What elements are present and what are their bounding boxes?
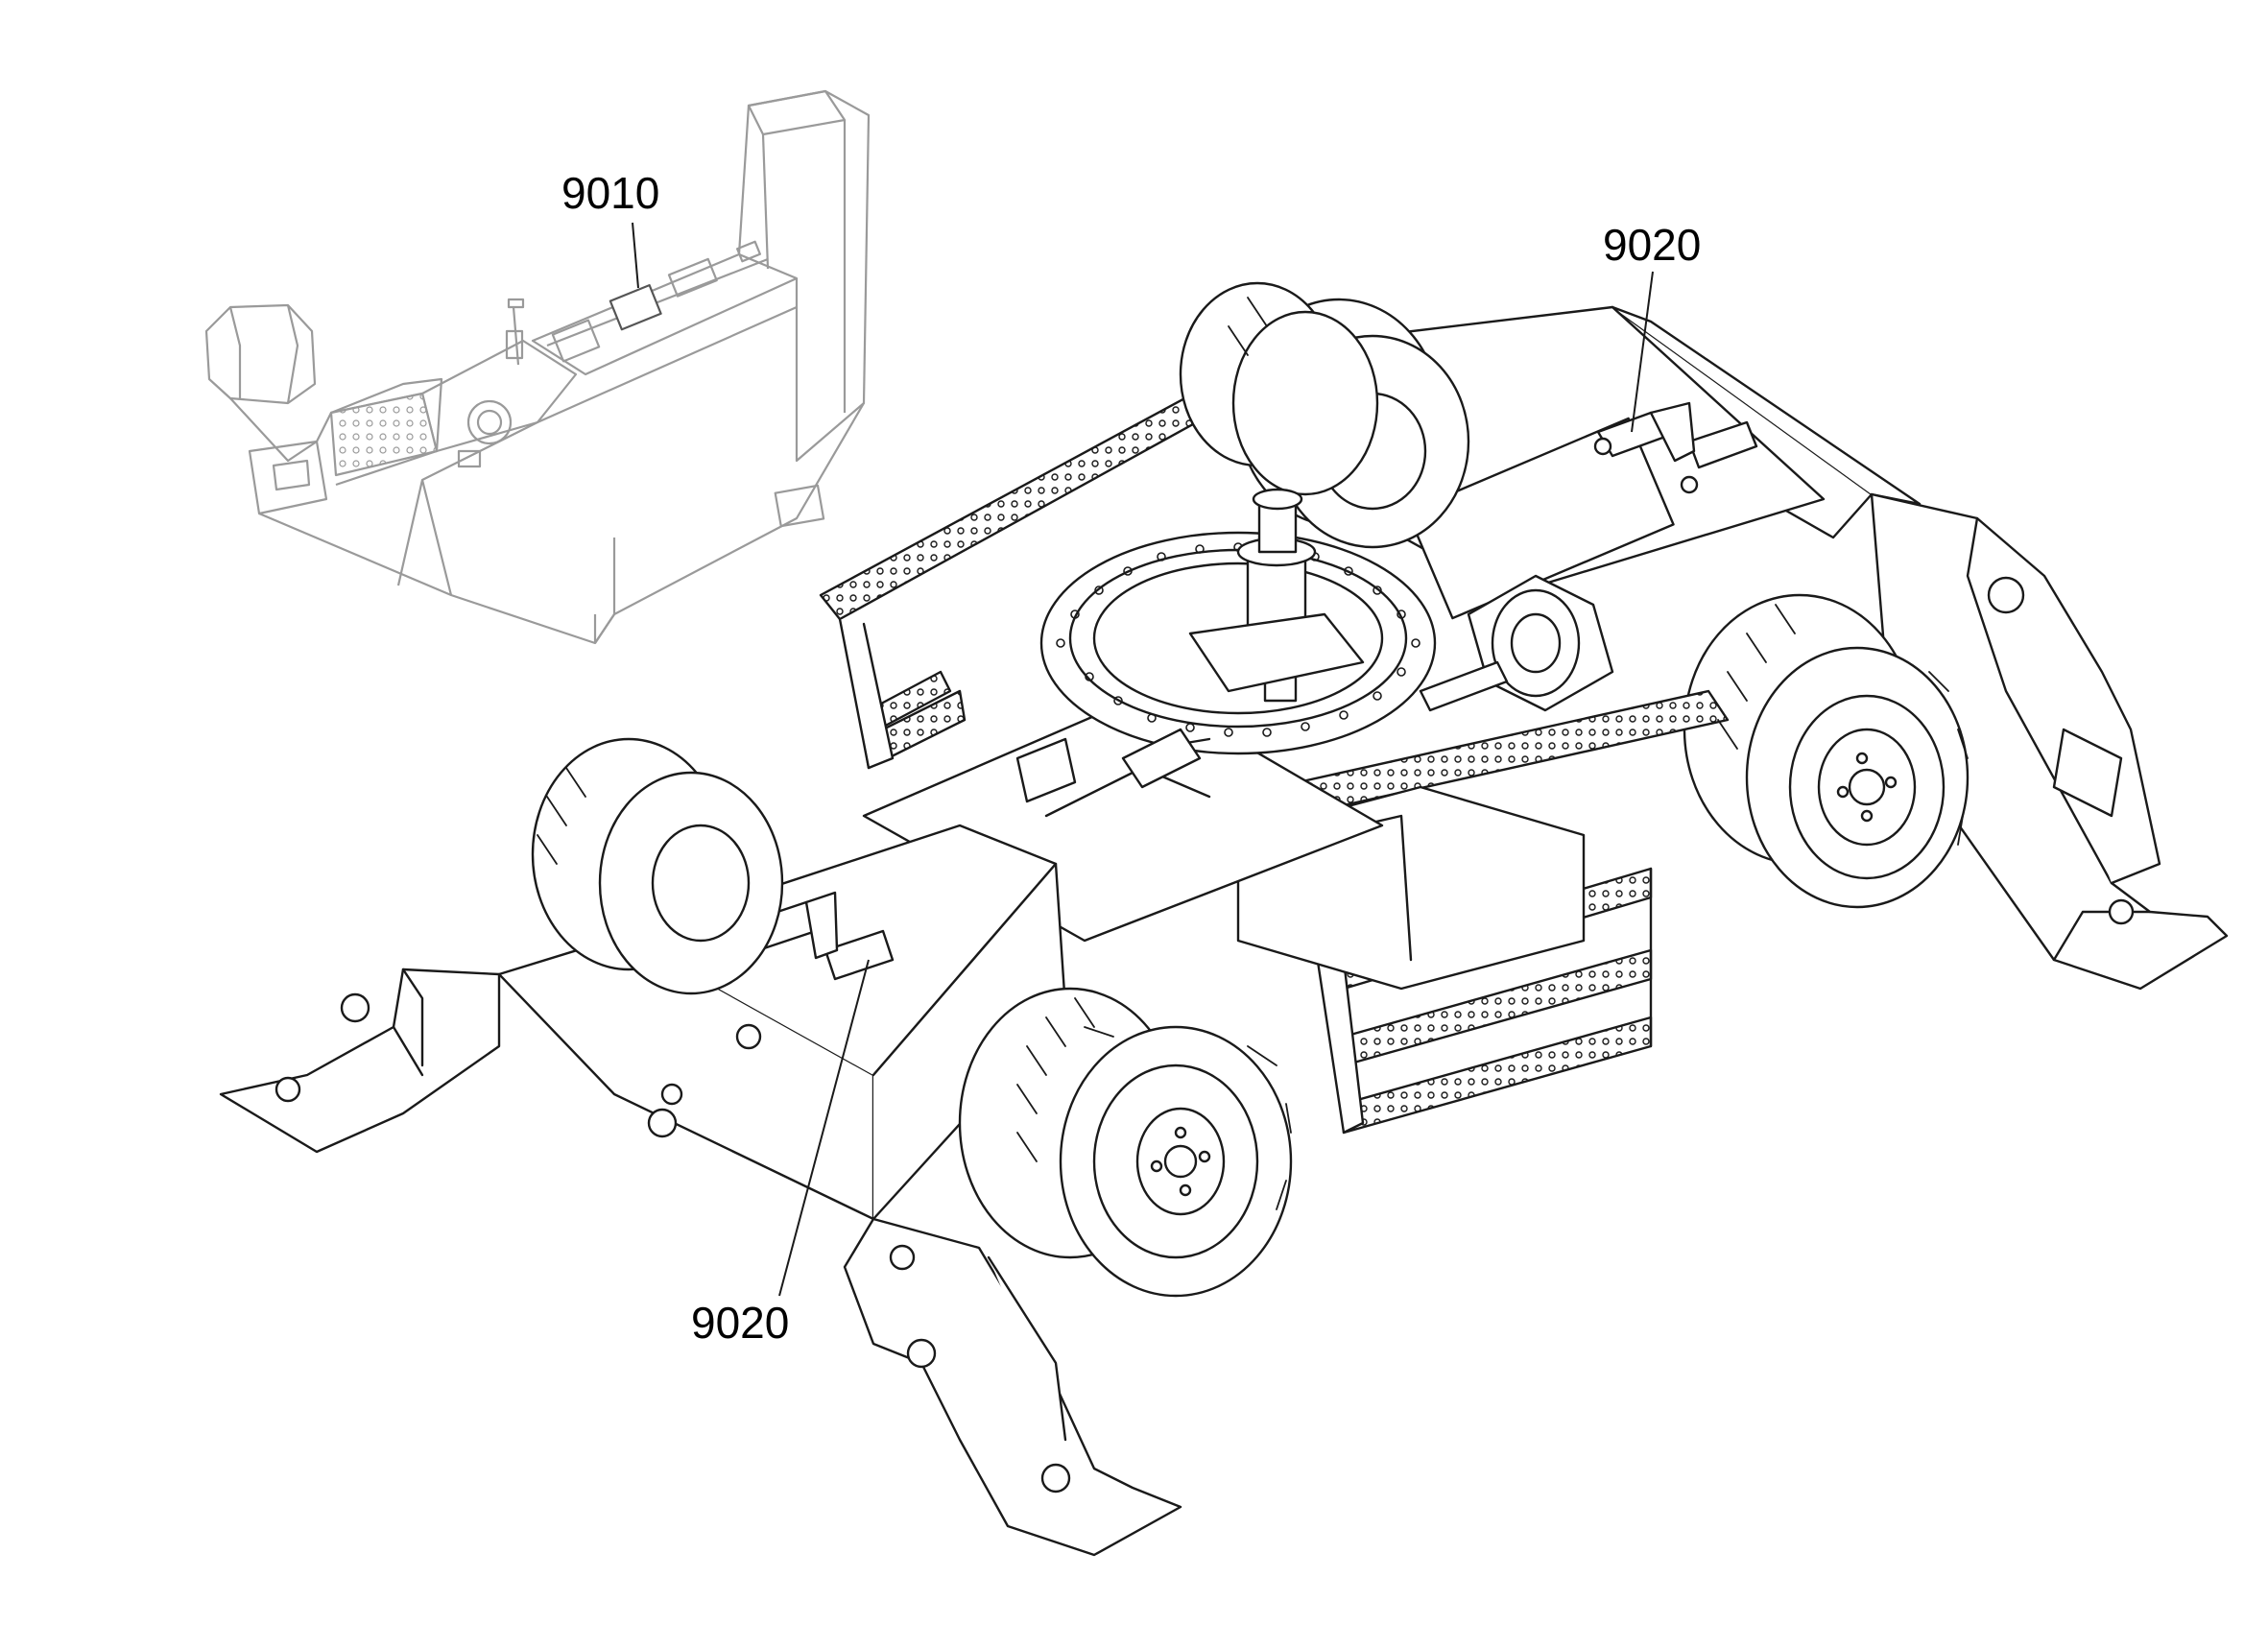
operator-console-icon xyxy=(204,89,871,645)
callout-9020-front: 9020 xyxy=(691,1298,790,1348)
wheeled-undercarriage-chassis-icon xyxy=(219,281,2229,1557)
leader-lines xyxy=(632,222,1654,1297)
callout-9010: 9010 xyxy=(561,168,660,218)
callout-9020-rear: 9020 xyxy=(1603,220,1702,270)
